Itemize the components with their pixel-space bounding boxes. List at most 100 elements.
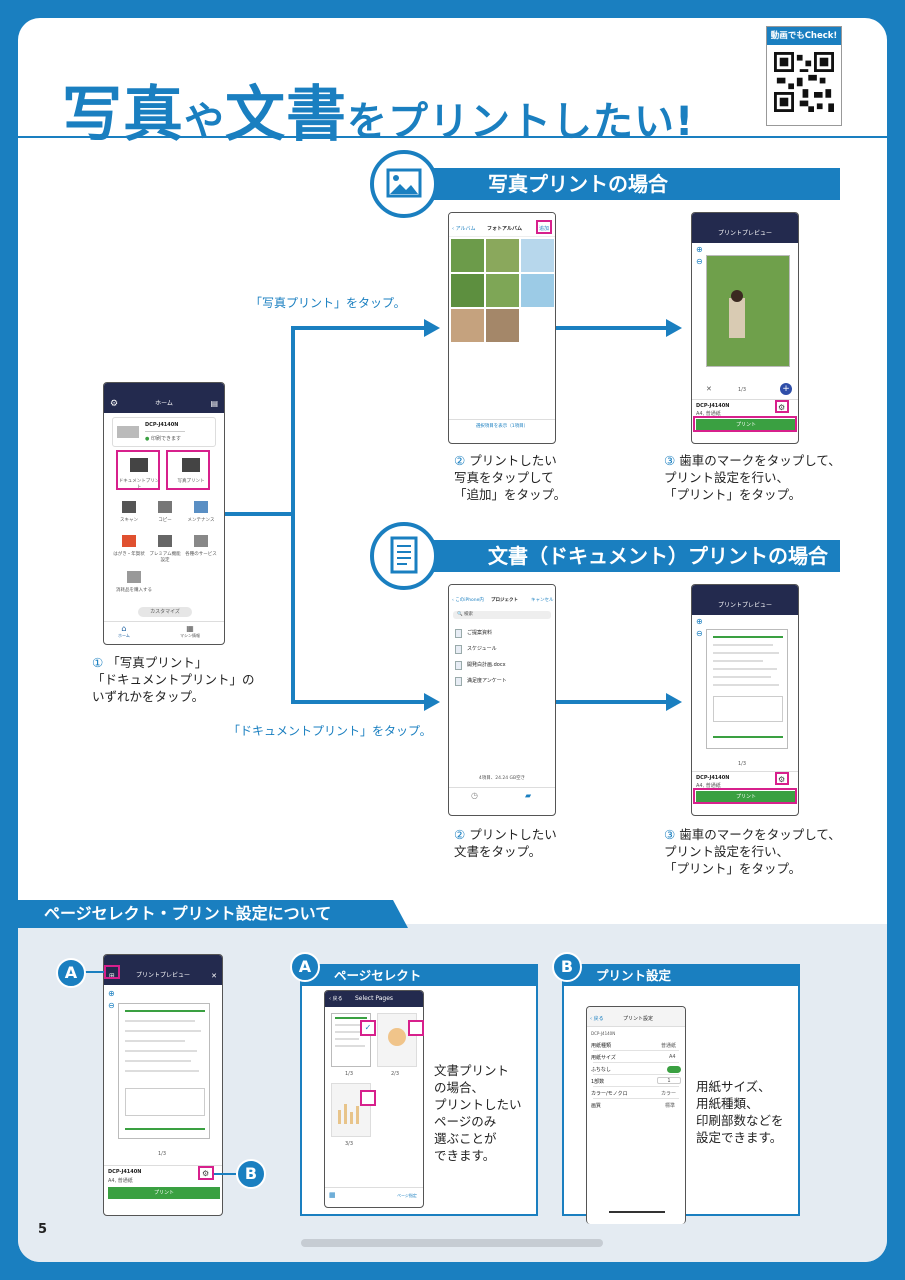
photo-thumb[interactable] bbox=[486, 274, 519, 307]
tile-scan[interactable]: スキャン bbox=[112, 501, 146, 531]
files-back-button[interactable]: ‹ このiPhone内 bbox=[452, 598, 484, 603]
zoom-in-icon[interactable]: ⊕ bbox=[696, 245, 703, 254]
close-icon[interactable]: ✕ bbox=[706, 385, 712, 393]
album-add-button[interactable]: 追加 bbox=[539, 226, 550, 232]
checkbox-unchecked[interactable] bbox=[408, 1020, 424, 1036]
settings-row[interactable]: カラー/モノクロ カラー bbox=[587, 1087, 685, 1099]
connector-photo bbox=[291, 326, 427, 330]
list-item[interactable]: ご提案資料 bbox=[453, 627, 553, 643]
list-item[interactable]: 満足度アンケート bbox=[453, 675, 553, 691]
settings-row[interactable]: 用紙サイズ A4 bbox=[587, 1051, 685, 1063]
photo-thumb[interactable] bbox=[521, 239, 554, 272]
gear-icon[interactable]: ⚙ bbox=[110, 399, 119, 409]
page-number: 5 bbox=[38, 1222, 48, 1237]
settings-row[interactable]: ふちなし bbox=[587, 1063, 685, 1075]
print-button[interactable]: プリント bbox=[696, 419, 796, 431]
photo-thumb[interactable] bbox=[521, 274, 554, 307]
file-list: ご提案資料 スケジュール 開発白計画.docx 満足度アンケート bbox=[453, 627, 553, 691]
files-cancel-button[interactable]: キャンセル bbox=[531, 598, 554, 603]
file-icon bbox=[455, 661, 462, 670]
scrollbar[interactable] bbox=[301, 1239, 603, 1247]
back-button[interactable]: ‹ 戻る bbox=[329, 996, 343, 1002]
checkbox-checked[interactable]: ✓ bbox=[360, 1020, 376, 1036]
qr-code-box[interactable]: 動画でもCheck! bbox=[766, 26, 842, 126]
recent-icon[interactable]: ◷ bbox=[471, 791, 478, 800]
album-back-button[interactable]: ‹ アルバム bbox=[452, 226, 476, 232]
highlight-album-add bbox=[536, 220, 552, 234]
tab-home[interactable]: ⌂ ホーム bbox=[118, 624, 130, 638]
checkmark-icon: ✓ bbox=[364, 1023, 372, 1032]
photo-album-phone: ‹ アルバム フォトアルバム 追加 選択項目を表示（1項目） bbox=[448, 212, 556, 444]
highlight-gear bbox=[775, 400, 789, 413]
file-icon bbox=[455, 629, 462, 638]
photo-thumb[interactable] bbox=[486, 309, 519, 342]
checkbox-unchecked[interactable] bbox=[360, 1090, 376, 1106]
tile-supplies[interactable]: 消耗品を購入する bbox=[112, 571, 156, 601]
print-settings-phone: ‹ 戻る プリント設定 DCP-J4140N 用紙種類 普通紙 用紙サイズ A4… bbox=[586, 1006, 686, 1224]
tile-premium[interactable]: プレミアム機能設定 bbox=[148, 535, 182, 565]
print-button[interactable]: プリント bbox=[696, 791, 796, 803]
files-search-input[interactable]: 🔍 検索 bbox=[453, 611, 551, 619]
home-icon: ⌂ bbox=[121, 624, 127, 633]
doc-step2-caption: ② プリントしたい 文書をタップ。 bbox=[454, 827, 557, 859]
arrow-doc-2 bbox=[666, 693, 682, 711]
photo-step2-caption: ② プリントしたい 写真をタップして 「追加」をタップ。 bbox=[454, 453, 567, 502]
copies-stepper[interactable]: 1 bbox=[657, 1077, 681, 1084]
tile-document-print[interactable]: ドキュメントプリント bbox=[118, 454, 160, 490]
settings-row[interactable]: 1部数 1 bbox=[587, 1075, 685, 1087]
home-screen-phone: ⚙ ホーム ▤ DCP-J4140N ● 印刷できます ドキュメントプリント 写… bbox=[103, 382, 225, 645]
photo-preview-phone: プリントプレビュー ⊕ ⊖ ✕ 1/3 + DCP-J4140N A4, 普通紙… bbox=[691, 212, 799, 444]
tile-postcard[interactable]: はがき・年賀状 bbox=[112, 535, 146, 565]
highlight-print-button bbox=[693, 416, 797, 432]
settings-row[interactable]: 画質 標準 bbox=[591, 1103, 676, 1109]
zoom-out-icon[interactable]: ⊖ bbox=[696, 629, 703, 638]
page-select-icon[interactable]: ⊞ bbox=[109, 972, 115, 980]
manual-page: 写真や文書をプリントしたい! 動画でもCheck! 写真プリントの場合 文書（ド… bbox=[18, 18, 887, 1262]
print-button[interactable]: プリント bbox=[108, 1187, 220, 1199]
tile-services[interactable]: 各種のサービス bbox=[184, 535, 218, 565]
connector-vertical bbox=[291, 326, 295, 704]
step1-caption: ① 「写真プリント」 「ドキュメントプリント」の いずれかをタップ。 bbox=[92, 655, 255, 704]
gear-icon[interactable]: ⚙ bbox=[202, 1169, 210, 1178]
back-button[interactable]: ‹ 戻る bbox=[590, 1016, 604, 1022]
add-icon[interactable]: + bbox=[780, 383, 792, 395]
page-thumb[interactable] bbox=[331, 1013, 371, 1067]
tab-machine-info[interactable]: ▦ マシン情報 bbox=[180, 624, 200, 638]
album-selected-footer[interactable]: 選択項目を表示（1項目） bbox=[475, 424, 529, 429]
list-item[interactable]: スケジュール bbox=[453, 643, 553, 659]
customize-button[interactable]: カスタマイズ bbox=[138, 607, 192, 617]
borderless-toggle[interactable] bbox=[667, 1066, 681, 1073]
zoom-out-icon[interactable]: ⊖ bbox=[108, 1001, 115, 1010]
folder-icon[interactable]: ▰ bbox=[525, 791, 532, 800]
settings-row[interactable]: 用紙種類 普通紙 bbox=[587, 1039, 685, 1051]
gear-icon[interactable]: ⚙ bbox=[778, 775, 786, 784]
highlight-document-print bbox=[116, 450, 160, 490]
printer-card[interactable]: DCP-J4140N ● 印刷できます bbox=[112, 417, 216, 447]
tile-copy[interactable]: コピー bbox=[148, 501, 182, 531]
list-item[interactable]: 開発白計画.docx bbox=[453, 659, 553, 675]
photo-thumb[interactable] bbox=[486, 239, 519, 272]
document-print-icon bbox=[130, 458, 148, 472]
cart-icon bbox=[127, 571, 141, 583]
connector-b bbox=[214, 1173, 236, 1175]
tile-photo-print[interactable]: 写真プリント bbox=[170, 454, 212, 490]
photo-thumb[interactable] bbox=[451, 309, 484, 342]
page-select-settings-banner: ページセレクト・プリント設定について bbox=[18, 900, 408, 928]
page-thumb[interactable] bbox=[331, 1083, 371, 1137]
zoom-in-icon[interactable]: ⊕ bbox=[108, 989, 115, 998]
info-icon: ▦ bbox=[186, 624, 194, 633]
photo-thumb[interactable] bbox=[451, 239, 484, 272]
zoom-out-icon[interactable]: ⊖ bbox=[696, 257, 703, 266]
services-icon bbox=[194, 535, 208, 547]
panel-a-text: 文書プリント の場合、 プリントしたい ページのみ 選ぶことが できます。 bbox=[434, 1063, 522, 1163]
zoom-in-icon[interactable]: ⊕ bbox=[696, 617, 703, 626]
gear-icon[interactable]: ⚙ bbox=[778, 403, 786, 412]
grid-icon[interactable]: ▦ bbox=[329, 1191, 336, 1199]
connector-photo-2 bbox=[556, 326, 668, 330]
printer-icon[interactable]: ▤ bbox=[210, 399, 218, 408]
copy-icon bbox=[158, 501, 172, 513]
photo-thumb[interactable] bbox=[451, 274, 484, 307]
tile-maintenance[interactable]: メンテナンス bbox=[184, 501, 218, 531]
ok-icon: ● bbox=[145, 436, 150, 442]
close-icon[interactable]: ✕ bbox=[211, 972, 217, 980]
